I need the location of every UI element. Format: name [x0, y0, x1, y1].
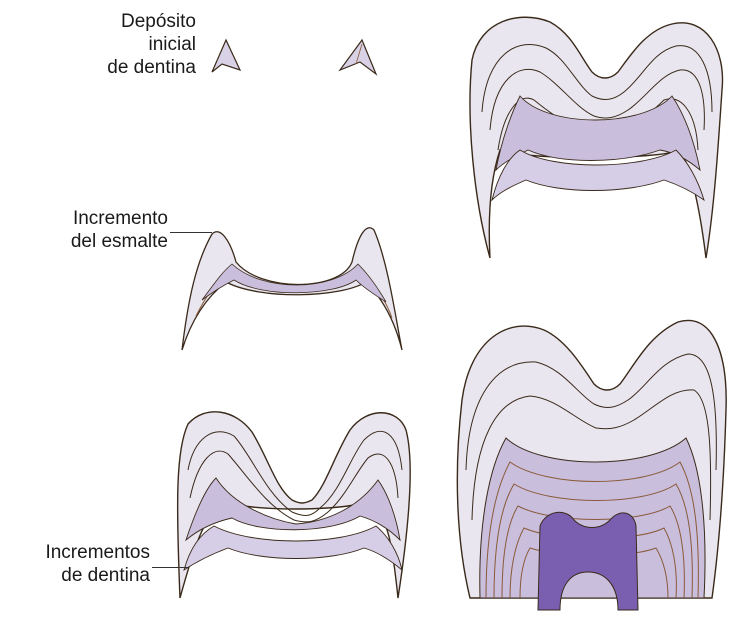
label-initial-deposit-line3: de dentina	[66, 56, 196, 79]
label-initial-deposit: Depósito inicial de dentina	[66, 10, 196, 79]
crown-upper-right	[470, 17, 722, 258]
label-enamel-increment-line2: del esmalte	[26, 230, 168, 253]
label-dentin-increments: Incrementos de dentina	[0, 541, 150, 587]
dentin-increments-crown	[178, 412, 411, 598]
dentin-leader-line	[152, 567, 188, 568]
label-initial-deposit-line1: Depósito	[66, 10, 196, 33]
enamel-increment-crown	[182, 228, 402, 350]
label-enamel-increment-line1: Incremento	[26, 207, 168, 230]
label-enamel-increment: Incremento del esmalte	[26, 207, 168, 253]
label-initial-deposit-line2: inicial	[66, 33, 196, 56]
crown-with-pulp	[457, 320, 726, 610]
initial-deposit-left-cusp	[212, 40, 240, 72]
enamel-leader-line	[170, 232, 212, 233]
label-dentin-increments-line2: de dentina	[0, 564, 150, 587]
label-dentin-increments-line1: Incrementos	[0, 541, 150, 564]
initial-deposit-right-cusp	[340, 40, 376, 74]
